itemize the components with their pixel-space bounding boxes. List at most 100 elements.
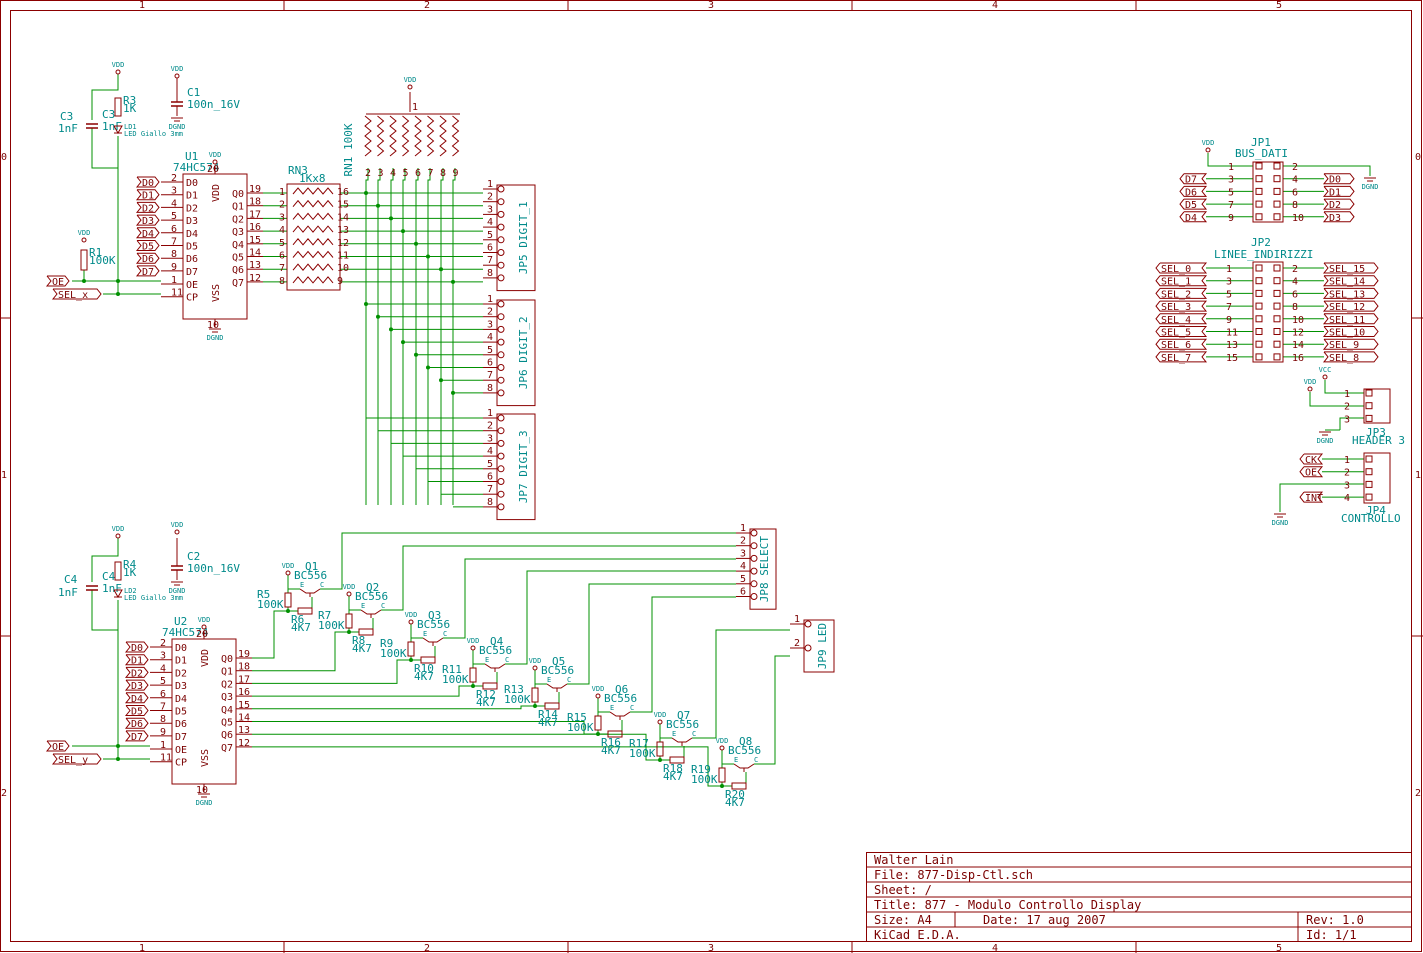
jp2-pin-number: 13	[1226, 340, 1238, 351]
series-resistor-ref: R14	[538, 708, 558, 721]
base-resistor-ref: R11	[442, 663, 462, 676]
inner-border	[10, 10, 1412, 942]
net-label: SEL_12	[1322, 300, 1379, 313]
transistor-value: BC556	[604, 692, 637, 705]
transistor-pin-letter: E	[423, 630, 427, 638]
column-label-bottom: 1	[139, 943, 145, 953]
connector-pin-number: 7	[487, 484, 493, 495]
base-resistor	[718, 767, 726, 783]
ic-pin-number: 11	[171, 288, 183, 299]
ic-pin-number: 14	[238, 713, 250, 724]
net-flag-outline	[1179, 185, 1208, 197]
ic-pin-number: 16	[249, 222, 261, 233]
ic-pin-number: 19	[238, 649, 250, 660]
vdd-symbol	[408, 619, 414, 625]
vdd-symbol	[1322, 374, 1328, 380]
net-flag-outline	[124, 705, 149, 716]
connector-label: JP9 LED	[816, 623, 829, 669]
connector-label: JP7 DIGIT_3	[517, 430, 530, 503]
rn1-element	[389, 115, 397, 157]
net-flag-outline	[135, 252, 160, 264]
ic-pin-number: 19	[249, 184, 261, 195]
ic-pin-number: 10	[196, 785, 208, 796]
connector-pin-number: 1	[487, 179, 493, 190]
net-flag-outline	[1322, 275, 1379, 287]
jp1-pin-square	[1273, 213, 1281, 221]
series-resistor-value: 4K7	[291, 621, 311, 634]
ic-pin-name: OE	[175, 745, 187, 756]
net-flag-text: SEL_10	[1329, 328, 1365, 339]
rn1-pin-number: 7	[428, 168, 434, 179]
net-flag-text: SEL_y	[58, 755, 88, 766]
jp4-value: CONTROLLO	[1341, 512, 1401, 525]
ic-pin-number: 18	[238, 662, 250, 673]
jp2-pin-number: 9	[1226, 315, 1232, 326]
connector-pin-number: 8	[487, 268, 493, 279]
net-label: OE	[1299, 466, 1324, 479]
series-resistor-value: 4K7	[663, 770, 683, 783]
net-flag-text: D7	[1185, 175, 1197, 186]
connector-pin-number: 3	[487, 319, 493, 330]
jp2-pin-square	[1255, 340, 1263, 348]
net-flag-outline	[1322, 338, 1379, 350]
jp1-pin-number: 5	[1228, 187, 1234, 198]
ic-pin-name: Q6	[221, 730, 233, 741]
net-flag-outline	[124, 717, 149, 729]
wire	[252, 610, 288, 659]
series-resistor	[544, 702, 560, 710]
series-resistor	[297, 607, 313, 615]
net-label: SEL_4	[1155, 313, 1208, 326]
ic-pin-number: 1	[160, 740, 166, 751]
net-flag-text: SEL_8	[1329, 353, 1359, 364]
series-resistor-ref: R6	[291, 613, 304, 626]
connector-pin-number: 1	[794, 614, 800, 625]
net-flag-text: D0	[1329, 175, 1341, 186]
vdd-label: VDD	[654, 711, 667, 719]
ic-pin-number: 14	[249, 248, 261, 259]
net-label: D6	[135, 252, 160, 265]
ic-pin-name: D2	[186, 203, 198, 214]
rn3-pin-number: 12	[337, 238, 349, 249]
jp1-pin-square	[1273, 175, 1281, 183]
ic-pin-number: 20	[207, 164, 219, 175]
net-flag-text: D1	[142, 191, 154, 202]
rn1-element	[364, 115, 372, 157]
net-flag-text: D6	[131, 719, 143, 730]
net-flag-text: D7	[131, 732, 143, 743]
rn3-pin-number: 9	[337, 276, 343, 287]
jp4-body	[1363, 452, 1391, 504]
rn1-element	[439, 115, 447, 157]
net-flag-text: OE	[1305, 468, 1317, 479]
resistor	[114, 561, 122, 581]
vdd-symbol	[470, 645, 476, 651]
title-block-sheet-id: Id: 1/1	[1306, 928, 1357, 942]
base-resistor-ref: R9	[380, 637, 393, 650]
wire	[567, 583, 736, 685]
base-resistor-value: 100K	[442, 673, 469, 686]
base-resistor	[345, 613, 353, 629]
ic-pin-name: Q7	[232, 278, 244, 289]
base-resistor-value: 100K	[504, 693, 531, 706]
transistor-pin-letter: E	[361, 602, 365, 610]
series-resistor-ref: R8	[352, 634, 365, 647]
jp2-value: LINEE_INDIRIZZI	[1214, 248, 1313, 261]
jp2-pin-square	[1255, 328, 1263, 335]
net-label: OE	[45, 740, 70, 753]
ic-pin-number: 3	[160, 651, 166, 662]
ic-ref: U1	[185, 150, 198, 163]
net-label: CK	[1299, 453, 1324, 466]
jp2-pin-number: 3	[1226, 277, 1232, 288]
jp2-pin-number: 12	[1292, 328, 1304, 339]
net-label: SEL_6	[1155, 338, 1208, 351]
jp2-ref: JP2	[1251, 236, 1271, 249]
jp2-pin-square	[1273, 302, 1281, 310]
connector-pin-number: 8	[487, 497, 493, 508]
net-flag-text: D6	[142, 254, 154, 265]
ic-pin-name: D6	[175, 719, 187, 730]
capacitor-value: 1nF	[58, 586, 78, 599]
column-label-top: 1	[139, 0, 145, 11]
dgnd-label: DGND	[196, 799, 213, 807]
ic-power-name: VDD	[211, 184, 222, 202]
vdd-symbol	[115, 69, 121, 75]
